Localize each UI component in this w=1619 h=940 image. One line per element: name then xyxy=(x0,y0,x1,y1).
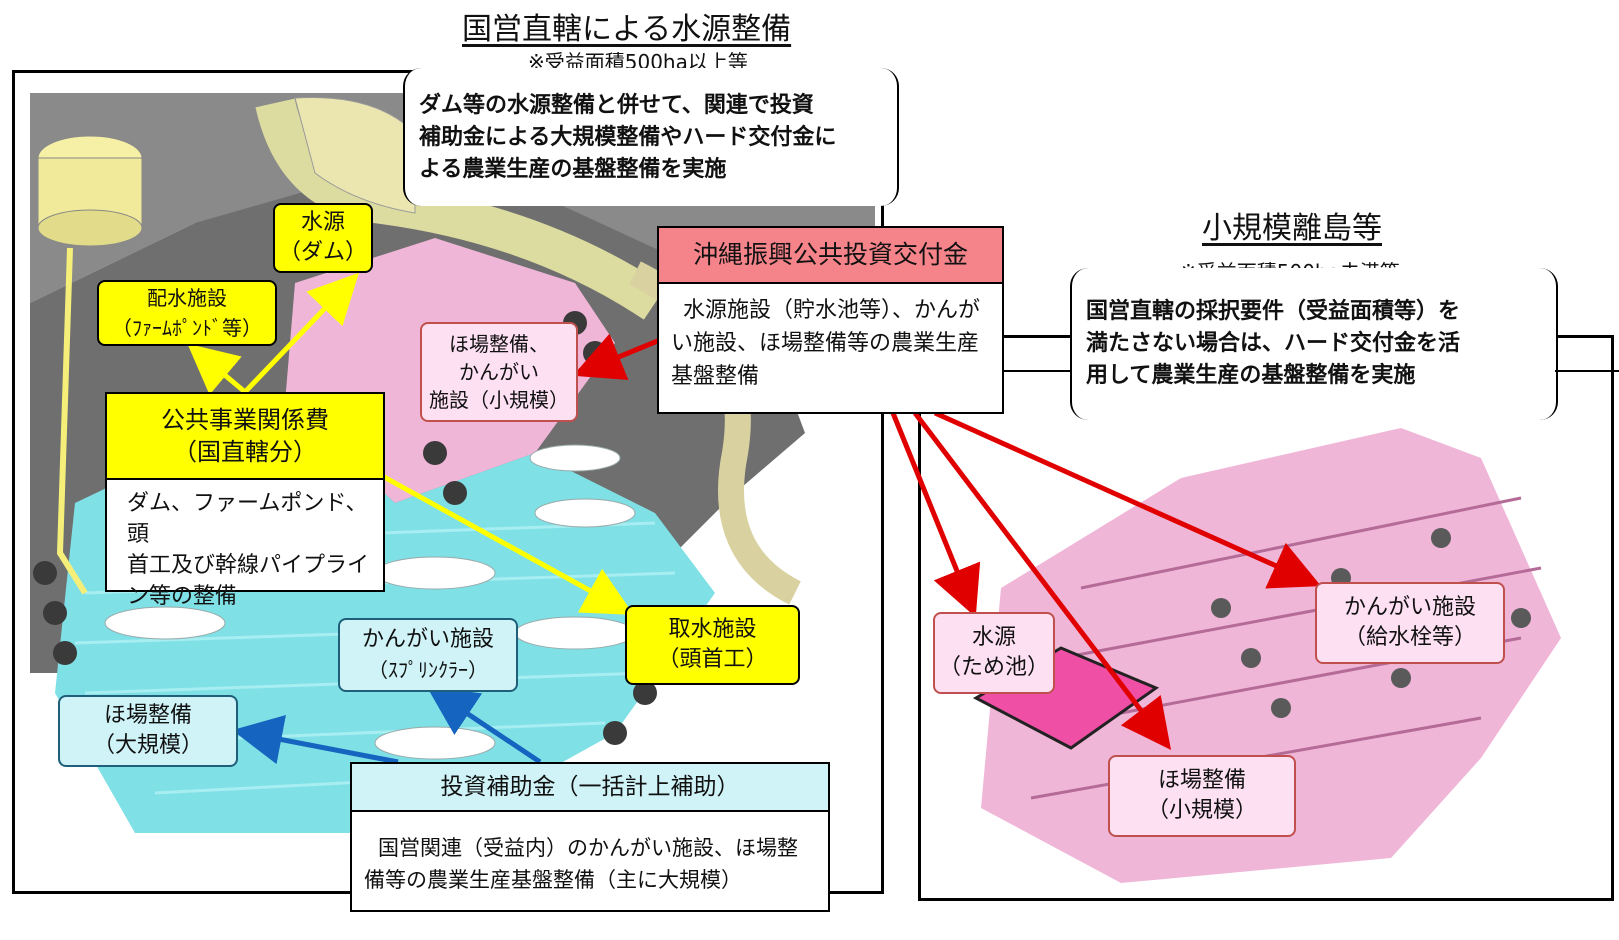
left-description-line: ダム等の水源整備と併せて、関連で投資 xyxy=(419,93,814,118)
label-line: ほ場整備 xyxy=(103,703,192,728)
label-line: （給水栓等） xyxy=(1343,625,1476,650)
public-works-body: ダム、ファームポンド、頭 xyxy=(127,491,368,547)
arrow-to-field-large xyxy=(232,715,399,765)
connector-line xyxy=(1003,370,1071,372)
label-line: （小規模） xyxy=(1146,798,1257,823)
label-line: 配水施設 xyxy=(147,286,227,310)
okinawa-grant-body: 基盤整備 xyxy=(671,364,760,389)
label-line: かんがい xyxy=(459,360,539,384)
public-works-body: 首工及び幹線パイプライ xyxy=(127,553,370,578)
arrow-to-intake xyxy=(373,469,634,615)
label-line: （ダム） xyxy=(278,240,367,265)
water-pond-label: 水源 （ため池） xyxy=(933,612,1055,694)
label-line: （大規模） xyxy=(92,733,203,758)
label-line: ほ場整備 xyxy=(1157,768,1246,793)
okinawa-grant-header: 沖縄振興公共投資交付金 xyxy=(657,226,1004,284)
field-small-left-label: ほ場整備、 かんがい 施設（小規模） xyxy=(420,322,578,422)
investment-subsidy-body: 備等の農業生産基盤整備（主に大規模） xyxy=(364,868,742,892)
label-line: （ｽﾌﾟﾘﾝｸﾗｰ） xyxy=(368,658,488,682)
okinawa-grant-body: い施設、ほ場整備等の農業生産 xyxy=(671,331,980,356)
investment-subsidy-header: 投資補助金（一括計上補助） xyxy=(350,762,830,812)
arrow-to-dam xyxy=(243,272,359,394)
public-works-header: 公共事業関係費 xyxy=(161,406,329,434)
left-description-panel: ダム等の水源整備と併せて、関連で投資 補助金による大規模整備やハード交付金に よ… xyxy=(403,68,899,206)
arrow-to-field-small-left xyxy=(572,333,661,380)
left-section-title: 国営直轄による水源整備 xyxy=(462,12,792,47)
arrow-to-farmpond xyxy=(187,343,247,395)
label-line: （頭首工） xyxy=(657,647,768,672)
okinawa-grant-box: 沖縄振興公共投資交付金 水源施設（貯水池等）、かんが い施設、ほ場整備等の農業生… xyxy=(657,226,1004,414)
label-line: かんがい施設 xyxy=(1343,595,1476,620)
left-description-line: 補助金による大規模整備やハード交付金に xyxy=(419,125,837,150)
label-line: ほ場整備、 xyxy=(449,332,549,356)
arrow-to-field-small-right xyxy=(913,411,1172,750)
label-line: かんがい施設 xyxy=(361,627,494,652)
label-line: 施設（小規模） xyxy=(429,388,569,412)
public-works-header: （国直轄分） xyxy=(173,438,317,466)
right-section-title: 小規模離島等 xyxy=(1202,211,1382,246)
public-works-box: 公共事業関係費 （国直轄分） ダム、ファームポンド、頭 首工及び幹線パイプライ … xyxy=(105,392,385,609)
field-small-right-label: ほ場整備 （小規模） xyxy=(1108,755,1296,837)
arrow-to-sprinkler xyxy=(426,686,542,765)
irrigation-sprinkler-label: かんがい施設 （ｽﾌﾟﾘﾝｸﾗｰ） xyxy=(338,618,518,692)
arrow-to-pond xyxy=(890,412,981,618)
intake-facility-label: 取水施設 （頭首工） xyxy=(625,605,800,685)
investment-subsidy-box: 投資補助金（一括計上補助） 国営関連（受益内）のかんがい施設、ほ場整 備等の農業… xyxy=(350,762,830,912)
arrow-to-hydrant xyxy=(933,410,1322,589)
label-line: 取水施設 xyxy=(668,617,757,642)
field-large-label: ほ場整備 （大規模） xyxy=(58,695,238,767)
label-line: 水源 xyxy=(300,210,345,235)
right-description-line: 用して農業生産の基盤整備を実施 xyxy=(1086,363,1416,388)
label-line: （ため池） xyxy=(938,655,1049,680)
connector-line xyxy=(1555,370,1619,372)
investment-subsidy-body: 国営関連（受益内）のかんがい施設、ほ場整 xyxy=(378,836,798,860)
right-description-line: 国営直轄の採択要件（受益面積等）を xyxy=(1086,299,1461,324)
right-description-panel: 国営直轄の採択要件（受益面積等）を 満たさない場合は、ハード交付金を活 用して農… xyxy=(1070,268,1558,420)
left-description-line: よる農業生産の基盤整備を実施 xyxy=(419,157,727,182)
okinawa-grant-body: 水源施設（貯水池等）、かんが xyxy=(683,298,981,323)
irrigation-hydrant-label: かんがい施設 （給水栓等） xyxy=(1315,582,1505,664)
distribution-facility-label: 配水施設 （ﾌｧｰﾑﾎﾟﾝﾄﾞ等） xyxy=(97,280,277,346)
water-source-dam-label: 水源 （ダム） xyxy=(273,203,373,273)
label-line: （ﾌｧｰﾑﾎﾟﾝﾄﾞ等） xyxy=(112,316,262,340)
right-description-line: 満たさない場合は、ハード交付金を活 xyxy=(1086,331,1461,356)
public-works-body: ン等の整備 xyxy=(127,584,238,609)
label-line: 水源 xyxy=(971,625,1016,650)
